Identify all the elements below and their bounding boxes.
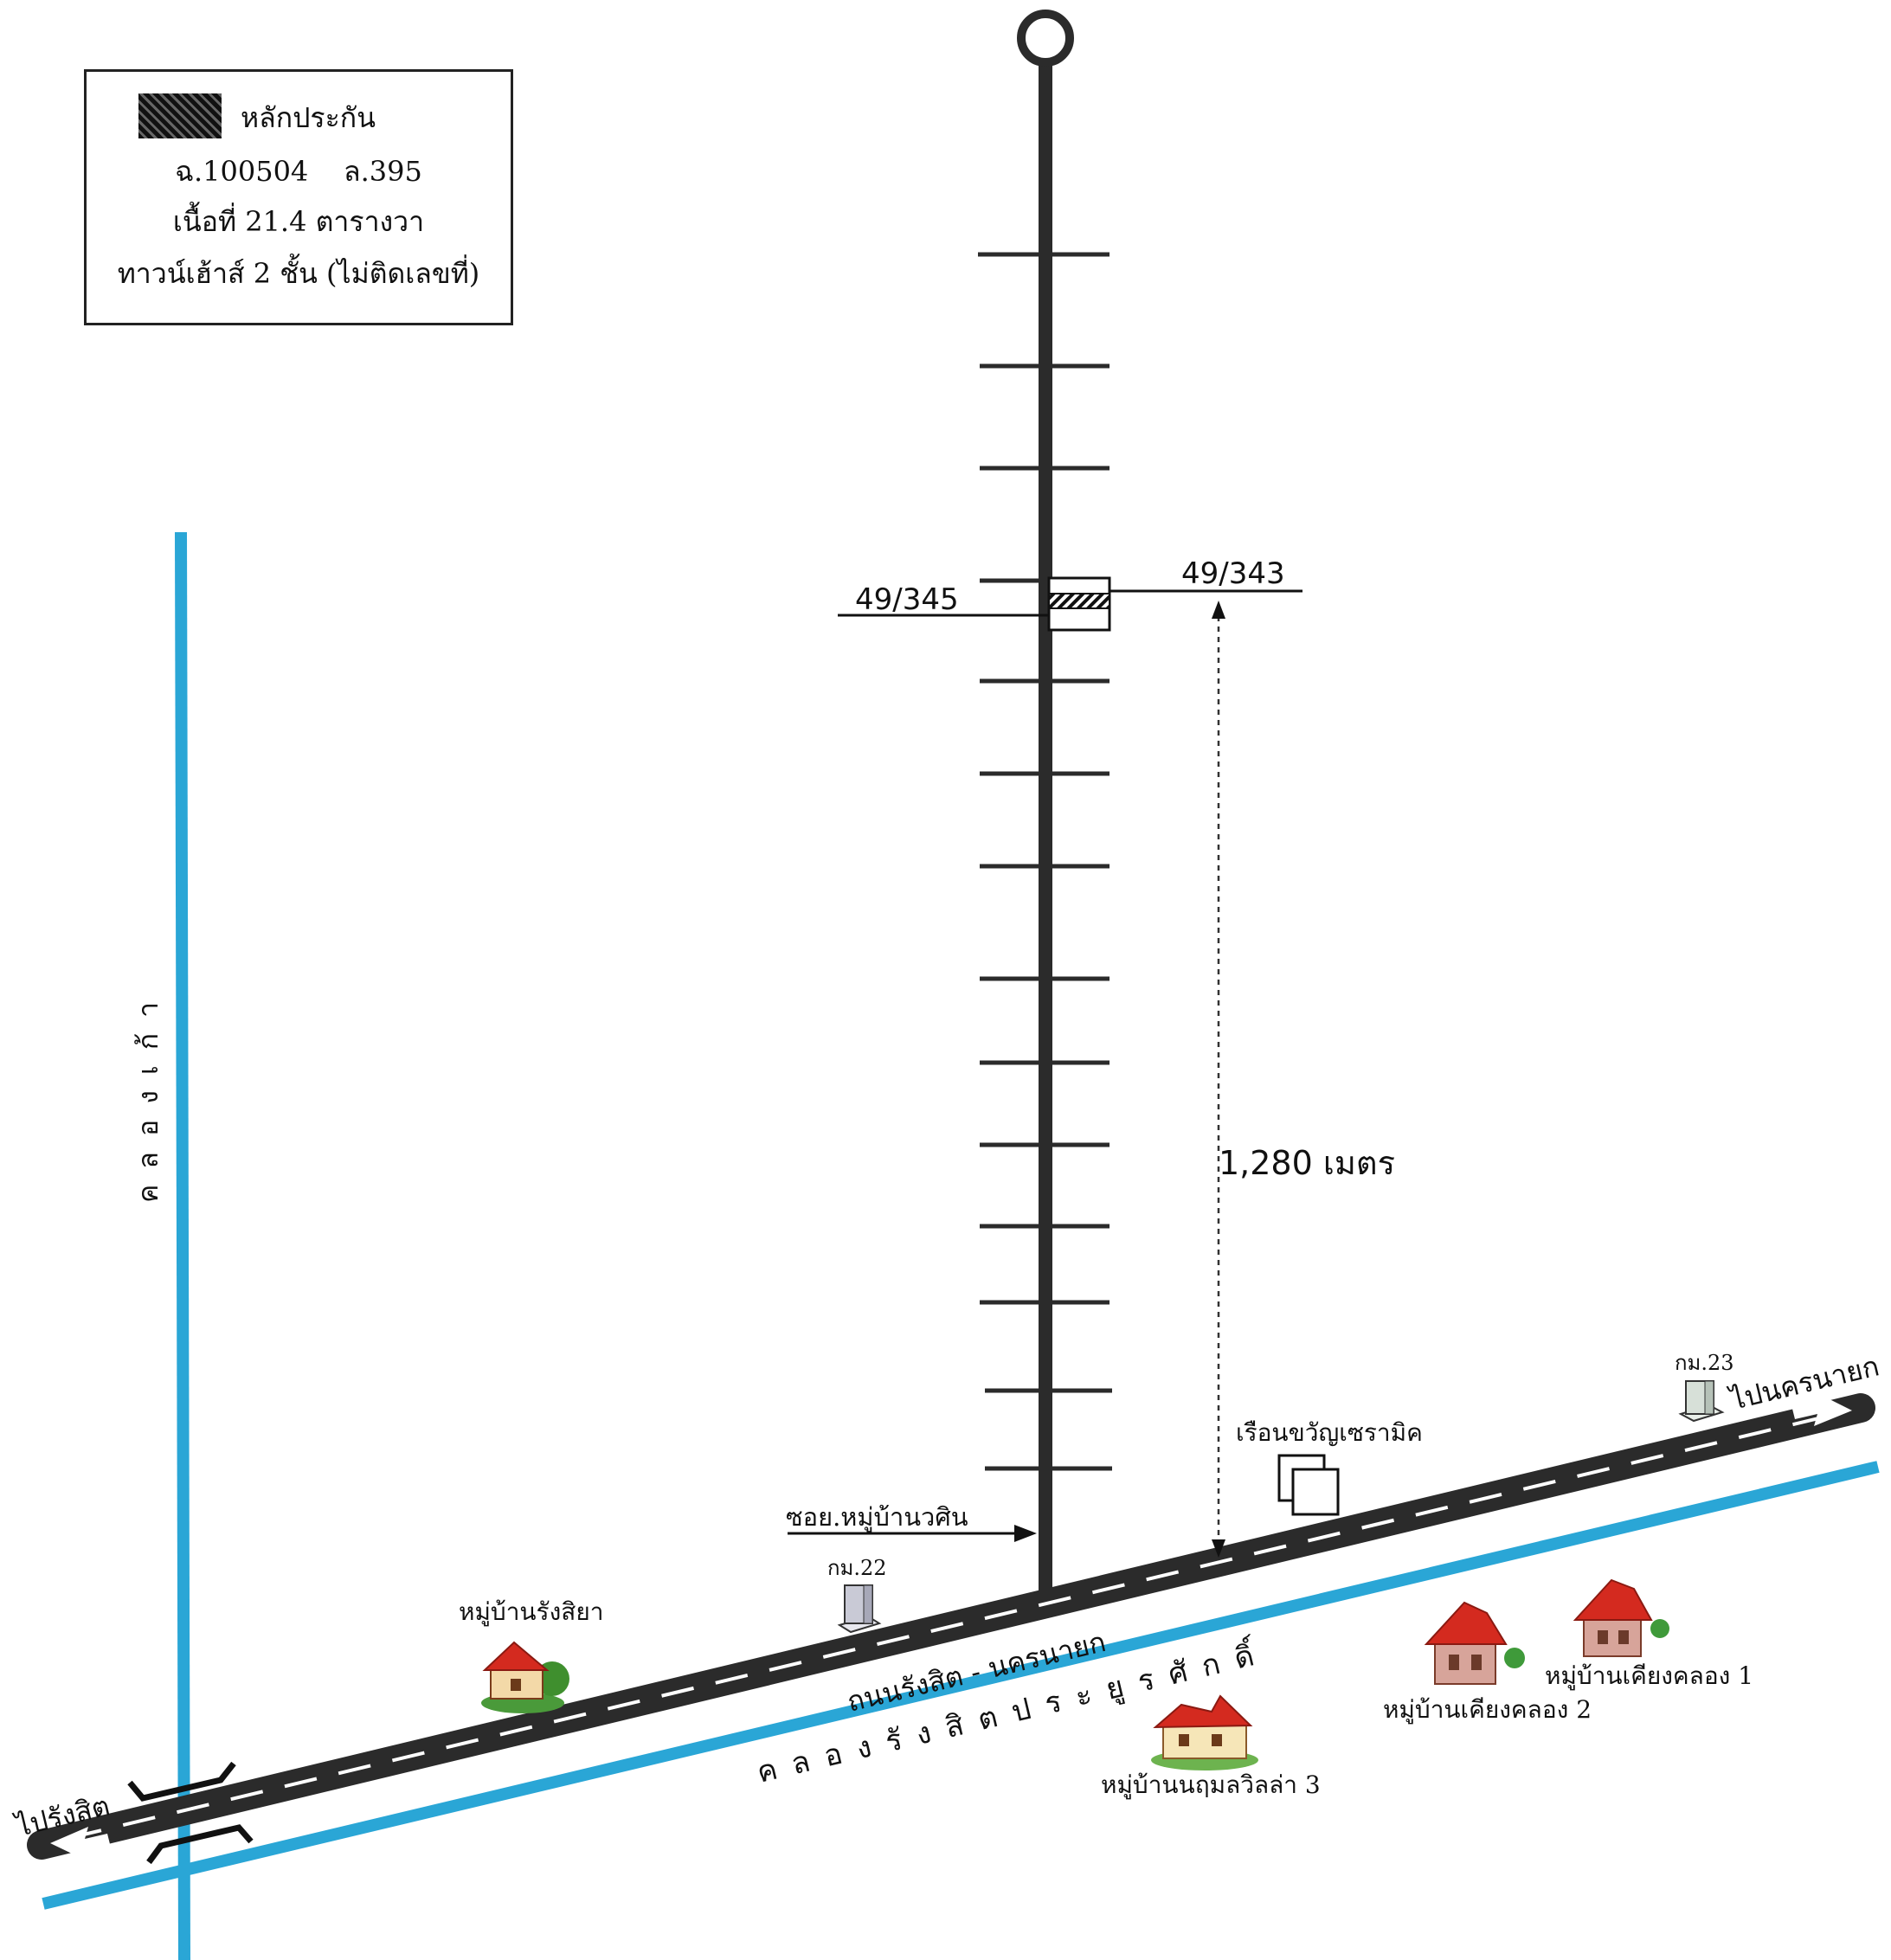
km-marker-22-icon [837, 1584, 882, 1634]
soi-cross-streets [978, 252, 1112, 1471]
collateral-plot [838, 576, 1302, 632]
legend-area: เนื้อที่ 21.4 ตารางวา [172, 205, 425, 238]
km23-label: กม.23 [1675, 1351, 1734, 1375]
village-kiang-2-label: หมู่บ้านเคียงคลอง 2 [1383, 1695, 1592, 1725]
canal-old-label: คลองเก้า [132, 986, 164, 1203]
plot-left-label: 49/345 [855, 582, 959, 617]
village-nudom-label: หมู่บ้านนฤมลวิลล่า 3 [1101, 1770, 1321, 1800]
km-marker-23-icon [1678, 1380, 1725, 1423]
village-ceramic-label: เรือนขวัญเซรามิค [1236, 1418, 1423, 1447]
village-kiang-2-icon [1424, 1601, 1525, 1685]
distance-dimension [1212, 601, 1225, 1558]
main-road [27, 1389, 1875, 1864]
arrow-west-icon [50, 1827, 111, 1864]
village-kiang-1-label: หมู่บ้านเคียงคลอง 1 [1545, 1661, 1753, 1691]
plot-right-label: 49/343 [1181, 556, 1285, 591]
arrow-east-icon [1791, 1389, 1852, 1426]
village-rangsiya-label: หมู่บ้านรังสิยา [459, 1597, 603, 1627]
soi-road [1017, 10, 1074, 1599]
legend-title: หลักประกัน [241, 101, 376, 134]
soi-pointer-arrow [788, 1525, 1037, 1542]
bridge-icon [127, 1761, 254, 1865]
km22-label: กม.22 [827, 1556, 887, 1580]
legend-box: หลักประกัน ฉ.100504 ล.395 เนื้อที่ 21.4 … [84, 69, 513, 325]
soi-label: ซอย.หมู่บ้านวศิน [786, 1502, 968, 1533]
village-nudom-icon [1151, 1694, 1258, 1770]
canal-old-line [175, 531, 190, 1960]
village-rangsiya-icon [481, 1641, 569, 1713]
legend-type: ทาวน์เฮ้าส์ 2 ชั้น (ไม่ติดเลขที่) [117, 257, 480, 290]
village-kiang-1-icon [1573, 1578, 1669, 1657]
collateral-swatch-icon [138, 93, 222, 138]
legend-deed: ฉ.100504 ล.395 [175, 155, 422, 188]
distance-label: 1,280 เมตร [1219, 1144, 1395, 1182]
ceramic-building-icon [1277, 1454, 1340, 1516]
canal-main-line [42, 1461, 1880, 1910]
